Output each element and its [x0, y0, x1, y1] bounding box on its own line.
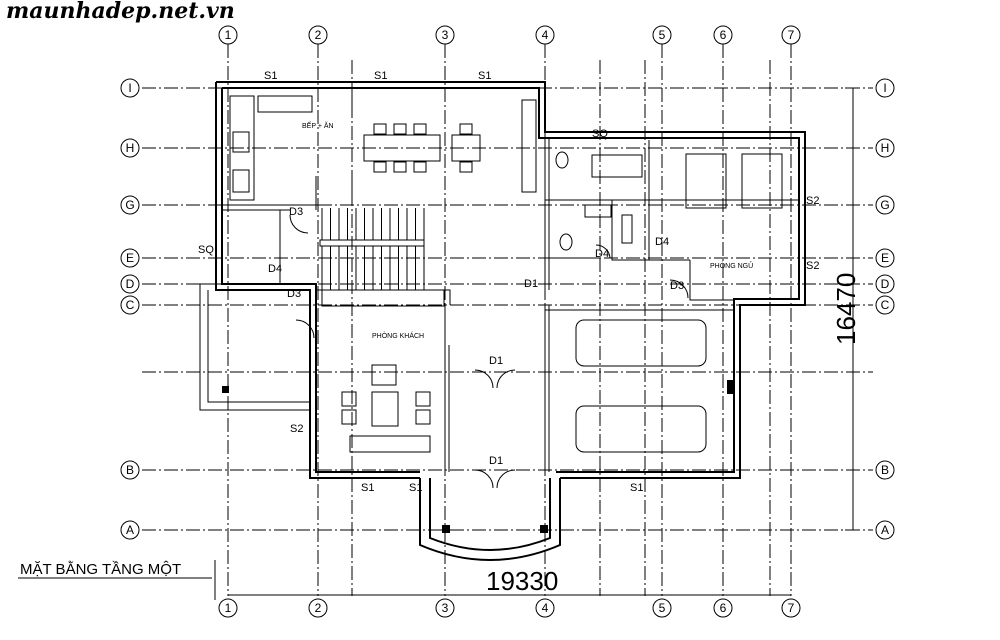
axis-label: E — [126, 251, 134, 265]
label-s1: S1 — [264, 70, 277, 82]
axis-label: 5 — [659, 601, 666, 615]
axis-bubble-B: B — [120, 460, 140, 480]
axis-bubble-4: 4 — [535, 598, 555, 618]
room-label-bedroom: PHÒNG NGỦ — [710, 261, 753, 270]
axis-bubble-C: C — [875, 295, 895, 315]
axis-label: G — [125, 198, 134, 212]
label-d4: D4 — [595, 248, 609, 260]
axis-label: D — [126, 277, 135, 291]
axis-bubble-7: 7 — [781, 598, 801, 618]
axis-label: A — [881, 523, 889, 537]
axis-label: A — [126, 523, 134, 537]
axis-label: 4 — [542, 28, 549, 42]
label-d1: D1 — [489, 455, 503, 467]
axis-label: 7 — [788, 601, 795, 615]
axis-bubble-A: A — [120, 520, 140, 540]
label-sq: SQ — [198, 244, 214, 256]
axis-label: 5 — [659, 28, 666, 42]
axis-bubble-3: 3 — [435, 25, 455, 45]
axis-label: C — [881, 298, 890, 312]
axis-bubble-E: E — [875, 248, 895, 268]
axis-label: 1 — [225, 601, 232, 615]
axis-bubble-E: E — [120, 248, 140, 268]
label-d3: D3 — [670, 280, 684, 292]
axis-bubble-2: 2 — [308, 598, 328, 618]
label-s1: S1 — [361, 482, 374, 494]
axis-label: E — [881, 251, 889, 265]
axis-label: H — [126, 141, 135, 155]
axis-bubble-5: 5 — [652, 25, 672, 45]
label-d1: D1 — [489, 355, 503, 367]
axis-label: I — [883, 81, 886, 95]
dimension-lines — [214, 87, 860, 600]
axis-label: G — [880, 198, 889, 212]
dimension-depth: 16470 — [831, 273, 861, 345]
furniture — [222, 95, 783, 533]
axis-label: C — [126, 298, 135, 312]
label-s2: S2 — [290, 423, 303, 435]
axis-bubble-I: I — [120, 78, 140, 98]
axis-bubble-H: H — [120, 138, 140, 158]
axis-label: 3 — [442, 601, 449, 615]
axis-bubble-D: D — [120, 274, 140, 294]
label-d1: D1 — [524, 278, 538, 290]
label-d3: D3 — [289, 206, 303, 218]
axis-bubble-1: 1 — [218, 25, 238, 45]
label-s1: S1 — [409, 482, 422, 494]
grid-lines — [142, 44, 873, 596]
axis-label: H — [881, 141, 890, 155]
axis-bubble-2: 2 — [308, 25, 328, 45]
room-label-kitchen-dining: BẾP + ĂN — [302, 120, 334, 130]
drawing-title: MẶT BẰNG TẦNG MỘT — [20, 560, 181, 578]
axis-label: I — [128, 81, 131, 95]
watermark: maunhadep.net.vn — [6, 0, 235, 24]
axis-label: 2 — [315, 601, 322, 615]
axis-label: 6 — [720, 601, 727, 615]
axis-label: B — [126, 463, 134, 477]
axis-label: 6 — [720, 28, 727, 42]
axis-label: B — [881, 463, 889, 477]
label-s2: S2 — [806, 195, 819, 207]
label-d3: D3 — [287, 288, 301, 300]
axis-bubble-7: 7 — [781, 25, 801, 45]
axis-label: 3 — [442, 28, 449, 42]
axis-bubble-B: B — [875, 460, 895, 480]
label-s1: S1 — [630, 482, 643, 494]
axis-bubble-6: 6 — [713, 25, 733, 45]
label-d4: D4 — [268, 263, 282, 275]
axis-bubble-H: H — [875, 138, 895, 158]
axis-bubble-C: C — [120, 295, 140, 315]
axis-bubble-G: G — [120, 195, 140, 215]
axis-label: 1 — [225, 28, 232, 42]
axis-label: D — [881, 277, 890, 291]
axis-bubble-I: I — [875, 78, 895, 98]
axis-bubble-6: 6 — [713, 598, 733, 618]
walls — [199, 81, 806, 561]
room-label-living-room: PHÒNG KHÁCH — [372, 331, 424, 340]
axis-label: 2 — [315, 28, 322, 42]
dimension-width: 19330 — [486, 566, 558, 596]
axis-bubble-3: 3 — [435, 598, 455, 618]
axis-bubble-4: 4 — [535, 25, 555, 45]
label-sq: SQ — [592, 128, 608, 140]
axis-bubble-A: A — [875, 520, 895, 540]
label-d4: D4 — [655, 236, 669, 248]
axis-bubble-D: D — [875, 274, 895, 294]
axis-bubble-G: G — [875, 195, 895, 215]
axis-label: 4 — [542, 601, 549, 615]
axis-bubble-5: 5 — [652, 598, 672, 618]
label-s1: S1 — [478, 70, 491, 82]
label-s1: S1 — [374, 70, 387, 82]
axis-bubble-1: 1 — [218, 598, 238, 618]
label-s2: S2 — [806, 260, 819, 272]
axis-label: 7 — [788, 28, 795, 42]
